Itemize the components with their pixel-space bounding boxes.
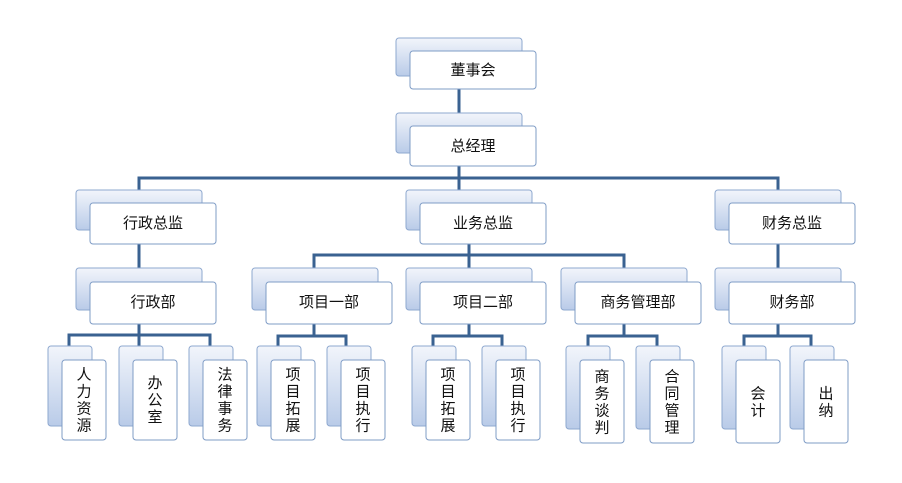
node-label: 财务总监	[762, 214, 822, 232]
node-label: 合同管理	[664, 368, 679, 437]
node-project-dept-1: 项目一部	[251, 267, 393, 325]
node-label: 商务管理部	[600, 293, 675, 311]
node-label: 人力资源	[76, 366, 91, 435]
node-project-dept-2: 项目二部	[405, 267, 547, 325]
node-label: 项目拓展	[440, 366, 455, 435]
node-label: 行政部	[130, 293, 175, 311]
node-cashier: 出纳	[789, 345, 849, 444]
node-label: 财务部	[769, 293, 814, 311]
node-board: 董事会	[395, 37, 537, 90]
node-label: 业务总监	[453, 214, 513, 232]
node-label: 商务谈判	[594, 368, 609, 437]
node-finance-director: 财务总监	[714, 189, 856, 245]
node-p1-expand: 项目拓展	[256, 345, 316, 441]
node-label: 项目二部	[453, 293, 513, 311]
node-finance-dept: 财务部	[714, 267, 856, 325]
node-p2-expand: 项目拓展	[411, 345, 471, 441]
node-contract: 合同管理	[635, 345, 695, 444]
node-label: 项目拓展	[285, 366, 300, 435]
node-accounting: 会计	[721, 345, 781, 444]
node-hr: 人力资源	[47, 345, 107, 441]
node-label: 项目执行	[510, 366, 525, 435]
node-admin-dept: 行政部	[75, 267, 217, 325]
node-negotiation: 商务谈判	[565, 345, 625, 444]
node-general-manager: 总经理	[395, 112, 537, 167]
node-legal: 法律事务	[188, 345, 248, 441]
node-label: 董事会	[450, 61, 495, 79]
node-label: 总经理	[450, 137, 495, 155]
node-office: 办公室	[118, 345, 178, 441]
node-admin-director: 行政总监	[75, 189, 217, 245]
node-label: 项目执行	[355, 366, 370, 435]
node-commerce-dept: 商务管理部	[560, 267, 702, 325]
node-business-director: 业务总监	[405, 189, 547, 245]
node-label: 项目一部	[299, 293, 359, 311]
connector-lines	[67, 87, 813, 348]
node-label: 出纳	[818, 385, 833, 420]
node-label: 会计	[750, 385, 765, 420]
node-label: 办公室	[147, 374, 162, 426]
node-label: 行政总监	[123, 214, 183, 232]
node-p2-execute: 项目执行	[481, 345, 541, 441]
node-label: 法律事务	[217, 366, 232, 435]
node-p1-execute: 项目执行	[326, 345, 386, 441]
